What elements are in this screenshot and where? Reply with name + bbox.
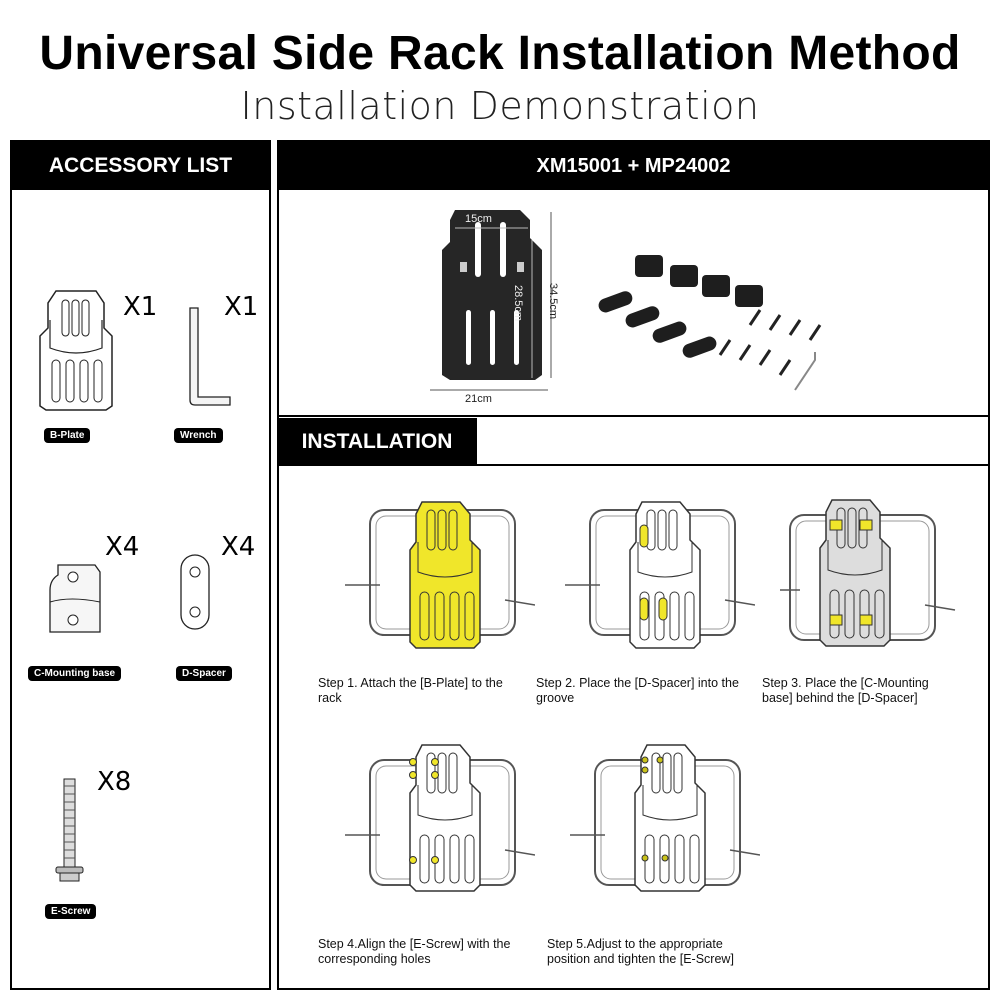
dimension-total-height: 34.5cm bbox=[547, 282, 560, 320]
step-4-diagram bbox=[345, 744, 535, 892]
step-1-text: Step 1. Attach the [B-Plate] to the rack bbox=[318, 676, 503, 705]
c-mounting-base-label: C-Mounting base bbox=[28, 666, 122, 681]
dimension-inner-height: 28.5cm bbox=[512, 284, 525, 322]
installation-divider bbox=[277, 464, 990, 466]
wrench-label: Wrench bbox=[174, 428, 223, 443]
installation-heading: INSTALLATION bbox=[277, 418, 477, 466]
wrench-icon bbox=[189, 307, 231, 406]
accessory-list-heading: ACCESSORY LIST bbox=[12, 142, 269, 190]
b-plate-icon bbox=[39, 290, 113, 411]
step-3-diagram bbox=[780, 499, 956, 647]
step-5-diagram bbox=[570, 744, 760, 892]
page-title: Universal Side Rack Installation Method bbox=[39, 27, 961, 80]
d-spacer-label: D-Spacer bbox=[176, 666, 232, 681]
c-mounting-base-qty: X4 bbox=[105, 532, 140, 562]
dimension-top-width: 15cm bbox=[465, 213, 492, 225]
d-spacer-qty: X4 bbox=[221, 532, 256, 562]
c-mounting-base-icon bbox=[49, 564, 101, 633]
step-2-diagram bbox=[565, 501, 755, 649]
page-subtitle: Installation Demonstration bbox=[240, 84, 760, 128]
step-1-diagram bbox=[345, 501, 535, 649]
product-panel: XM15001 + MP24002 bbox=[277, 140, 990, 990]
product-plate-image bbox=[430, 210, 552, 391]
d-spacer-icon bbox=[180, 554, 210, 630]
e-screw-label: E-Screw bbox=[45, 904, 97, 919]
section-divider bbox=[277, 415, 990, 417]
b-plate-qty: X1 bbox=[123, 292, 158, 322]
product-heading: XM15001 + MP24002 bbox=[279, 142, 988, 190]
step-2-text: Step 2. Place the [D-Spacer] into the gr… bbox=[536, 676, 739, 705]
wrench-qty: X1 bbox=[224, 292, 259, 322]
step-3-text: Step 3. Place the [C-Mounting base] behi… bbox=[762, 676, 929, 705]
hardware-set-image bbox=[598, 255, 822, 391]
step-4-text: Step 4.Align the [E-Screw] with the corr… bbox=[318, 937, 511, 966]
e-screw-icon bbox=[55, 778, 84, 882]
e-screw-qty: X8 bbox=[97, 767, 132, 797]
step-5-text: Step 5.Adjust to the appropriate positio… bbox=[547, 937, 734, 966]
accessory-list-panel: ACCESSORY LIST bbox=[10, 140, 271, 990]
dimension-bottom-width: 21cm bbox=[465, 393, 492, 405]
b-plate-label: B-Plate bbox=[44, 428, 91, 443]
